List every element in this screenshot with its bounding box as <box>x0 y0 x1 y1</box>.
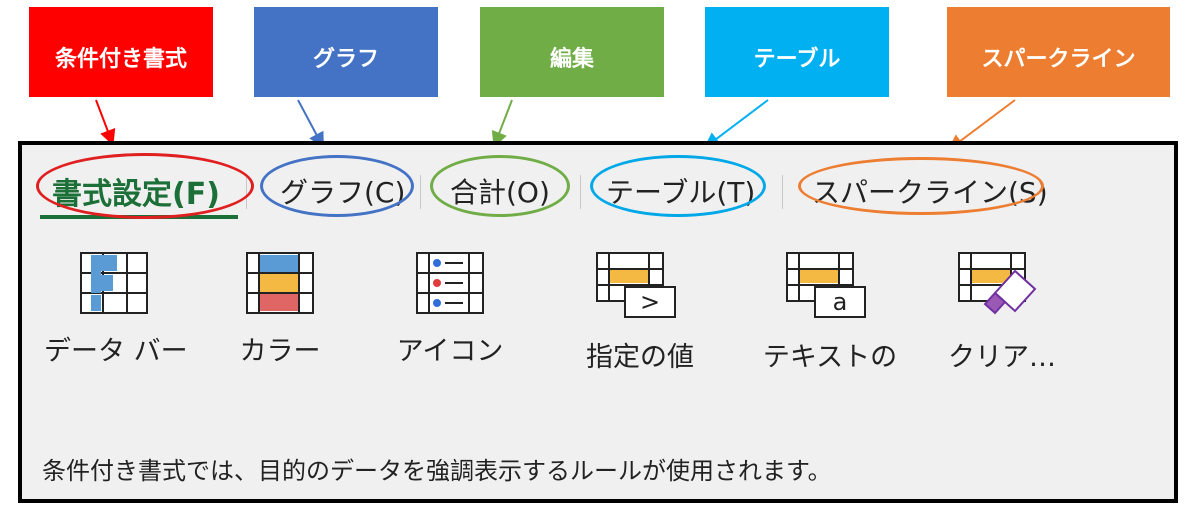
callout-table: テーブル <box>705 7 889 97</box>
tab-separator <box>580 175 581 209</box>
tool-color-scale[interactable]: カラー <box>210 251 350 368</box>
callout-label: スパークライン <box>981 47 1136 72</box>
tool-clear-format[interactable]: クリア… <box>932 251 1072 374</box>
callout-label: 編集 <box>549 47 594 72</box>
connector-arrow <box>491 99 513 148</box>
tool-data-bar[interactable]: データ バー <box>44 251 188 368</box>
callout-label: グラフ <box>312 47 379 72</box>
clear-format-icon <box>958 252 1037 315</box>
callout-edit: 編集 <box>480 7 664 97</box>
quick-analysis-panel: 書式設定(F) グラフ(C) 合計(O) テーブル(T) スパークライン(S) … <box>18 141 1178 503</box>
callout-label: 条件付き書式 <box>54 47 187 72</box>
tab-separator <box>420 175 421 209</box>
highlight-ring <box>36 153 254 219</box>
tab-separator <box>782 175 783 209</box>
tool-text-contains[interactable]: a テキストの <box>760 251 900 374</box>
tool-label: テキストの <box>762 342 898 373</box>
connector-arrow <box>95 99 116 146</box>
callout-label: テーブル <box>753 47 841 72</box>
color-scale-icon <box>246 252 314 314</box>
svg-text:>: > <box>640 288 660 316</box>
svg-text:a: a <box>833 288 848 316</box>
icon-set-icon <box>416 252 484 314</box>
highlight-ring <box>260 155 414 217</box>
text-contains-icon: a <box>786 252 866 318</box>
connector-arrow <box>703 99 769 149</box>
callout-conditional-format: 条件付き書式 <box>29 7 213 97</box>
tool-icon-set[interactable]: アイコン <box>380 251 520 368</box>
description-text: 条件付き書式では、目的のデータを強調表示するルールが使用されます。 <box>42 457 832 485</box>
tool-greater-than[interactable]: > 指定の値 <box>570 251 710 374</box>
greater-than-icon: > <box>596 252 676 318</box>
highlight-ring <box>798 157 1044 215</box>
tool-label: クリア… <box>948 342 1056 373</box>
tool-label: データ バー <box>44 336 188 367</box>
data-bar-icon <box>80 252 148 314</box>
callout-sparkline: スパークライン <box>947 7 1170 97</box>
highlight-ring <box>430 155 570 217</box>
tool-label: カラー <box>239 336 321 367</box>
tool-label: 指定の値 <box>586 342 694 373</box>
tool-label: アイコン <box>396 336 504 367</box>
connector-arrow <box>297 99 324 149</box>
highlight-ring <box>590 155 766 217</box>
callout-chart: グラフ <box>254 7 438 97</box>
